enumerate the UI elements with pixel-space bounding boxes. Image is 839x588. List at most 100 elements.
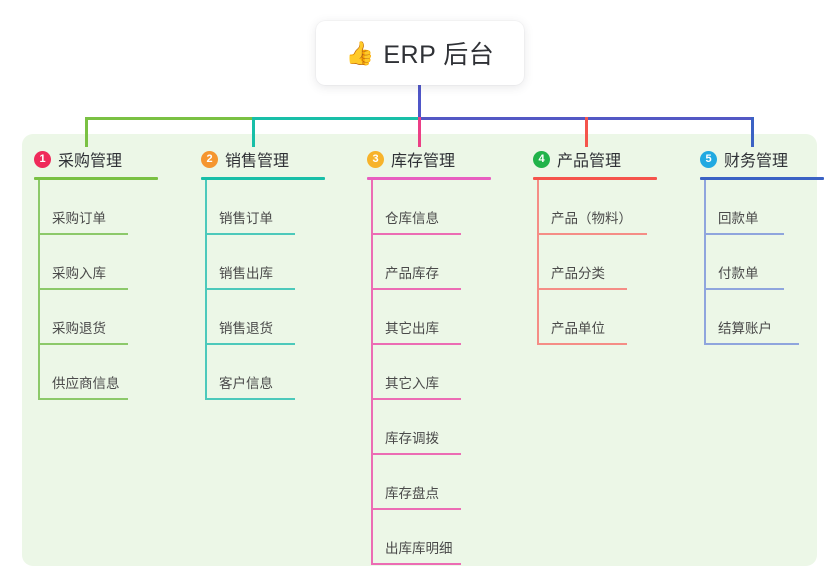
list-item[interactable]: 采购入库 — [22, 235, 182, 290]
list-item[interactable]: 销售退货 — [189, 290, 349, 345]
branch-spine-5 — [704, 180, 706, 345]
item-label: 库存盘点 — [385, 486, 439, 501]
branch-title-2: 销售管理 — [225, 153, 290, 170]
item-label: 销售出库 — [219, 266, 273, 281]
item-label: 付款单 — [718, 266, 759, 281]
item-rule — [704, 343, 799, 345]
branch-column-1: 1 采购管理 采购订单 采购入库 采购退货 供应商信息 — [22, 146, 182, 400]
branch-header-4[interactable]: 4 产品管理 — [521, 146, 701, 172]
list-item[interactable]: 采购订单 — [22, 180, 182, 235]
item-rule — [371, 233, 461, 235]
branch-header-3[interactable]: 3 库存管理 — [355, 146, 525, 172]
branch-spine-1 — [38, 180, 40, 400]
item-rule — [38, 343, 128, 345]
branch-title-1: 采购管理 — [58, 153, 123, 170]
list-item[interactable]: 销售订单 — [189, 180, 349, 235]
item-label: 客户信息 — [219, 376, 273, 391]
list-item[interactable]: 产品单位 — [521, 290, 701, 345]
item-label: 采购入库 — [52, 266, 106, 281]
list-item[interactable]: 出库库明细 — [355, 510, 525, 565]
item-label: 产品单位 — [551, 321, 605, 336]
item-label: 供应商信息 — [52, 376, 120, 391]
list-item[interactable]: 回款单 — [688, 180, 838, 235]
branch-items-5: 回款单 付款单 结算账户 — [688, 180, 838, 345]
item-label: 仓库信息 — [385, 211, 439, 226]
list-item[interactable]: 库存调拨 — [355, 400, 525, 455]
branch-badge-4: 4 — [533, 150, 550, 168]
list-item[interactable]: 仓库信息 — [355, 180, 525, 235]
item-label: 其它入库 — [385, 376, 439, 391]
item-rule — [205, 343, 295, 345]
branch-column-3: 3 库存管理 仓库信息 产品库存 其它出库 其它入库 库存调拨 — [355, 146, 525, 565]
branch-badge-3: 3 — [367, 150, 384, 168]
item-rule — [704, 288, 784, 290]
branch-items-1: 采购订单 采购入库 采购退货 供应商信息 — [22, 180, 182, 400]
branch-column-4: 4 产品管理 产品（物料） 产品分类 产品单位 — [521, 146, 701, 345]
item-rule — [371, 343, 461, 345]
item-label: 出库库明细 — [385, 541, 453, 556]
list-item[interactable]: 客户信息 — [189, 345, 349, 400]
list-item[interactable]: 付款单 — [688, 235, 838, 290]
item-rule — [371, 398, 461, 400]
item-rule — [38, 398, 128, 400]
item-rule — [371, 508, 461, 510]
list-item[interactable]: 其它出库 — [355, 290, 525, 345]
item-label: 回款单 — [718, 211, 759, 226]
item-label: 产品（物料） — [551, 211, 632, 226]
item-label: 库存调拨 — [385, 431, 439, 446]
branch-spine-3 — [371, 180, 373, 565]
branch-spine-4 — [537, 180, 539, 345]
branch-badge-5: 5 — [700, 150, 717, 168]
item-rule — [371, 453, 461, 455]
branch-spine-2 — [205, 180, 207, 400]
item-label: 采购订单 — [52, 211, 106, 226]
branch-rule-3 — [367, 177, 491, 180]
item-label: 产品库存 — [385, 266, 439, 281]
item-rule — [205, 288, 295, 290]
branch-items-3: 仓库信息 产品库存 其它出库 其它入库 库存调拨 库存盘点 — [355, 180, 525, 565]
list-item[interactable]: 结算账户 — [688, 290, 838, 345]
list-item[interactable]: 库存盘点 — [355, 455, 525, 510]
branch-header-1[interactable]: 1 采购管理 — [22, 146, 182, 172]
branch-badge-2: 2 — [201, 150, 218, 168]
item-rule — [537, 343, 627, 345]
item-rule — [38, 233, 128, 235]
branch-items-2: 销售订单 销售出库 销售退货 客户信息 — [189, 180, 349, 400]
branch-rule-5 — [700, 177, 824, 180]
branch-title-3: 库存管理 — [391, 153, 456, 170]
branch-title-5: 财务管理 — [724, 153, 789, 170]
content-panel — [22, 134, 817, 566]
branch-header-5[interactable]: 5 财务管理 — [688, 146, 838, 172]
item-rule — [537, 288, 627, 290]
branch-rule-1 — [34, 177, 158, 180]
root-node[interactable]: 👍 ERP 后台 — [316, 21, 524, 85]
list-item[interactable]: 采购退货 — [22, 290, 182, 345]
item-label: 其它出库 — [385, 321, 439, 336]
branch-header-2[interactable]: 2 销售管理 — [189, 146, 349, 172]
item-rule — [205, 398, 295, 400]
item-rule — [371, 288, 461, 290]
branch-badge-1: 1 — [34, 150, 51, 168]
list-item[interactable]: 产品分类 — [521, 235, 701, 290]
branch-column-2: 2 销售管理 销售订单 销售出库 销售退货 客户信息 — [189, 146, 349, 400]
item-rule — [704, 233, 784, 235]
item-label: 采购退货 — [52, 321, 106, 336]
item-rule — [537, 233, 647, 235]
list-item[interactable]: 产品（物料） — [521, 180, 701, 235]
branch-title-4: 产品管理 — [557, 153, 622, 170]
branch-items-4: 产品（物料） 产品分类 产品单位 — [521, 180, 701, 345]
item-label: 结算账户 — [718, 321, 772, 336]
list-item[interactable]: 产品库存 — [355, 235, 525, 290]
item-label: 销售退货 — [219, 321, 273, 336]
item-label: 销售订单 — [219, 211, 273, 226]
branch-column-5: 5 财务管理 回款单 付款单 结算账户 — [688, 146, 838, 345]
item-rule — [205, 233, 295, 235]
list-item[interactable]: 供应商信息 — [22, 345, 182, 400]
branch-rule-2 — [201, 177, 325, 180]
list-item[interactable]: 销售出库 — [189, 235, 349, 290]
list-item[interactable]: 其它入库 — [355, 345, 525, 400]
item-rule — [371, 563, 461, 565]
root-title: ERP 后台 — [383, 41, 495, 69]
item-label: 产品分类 — [551, 266, 605, 281]
